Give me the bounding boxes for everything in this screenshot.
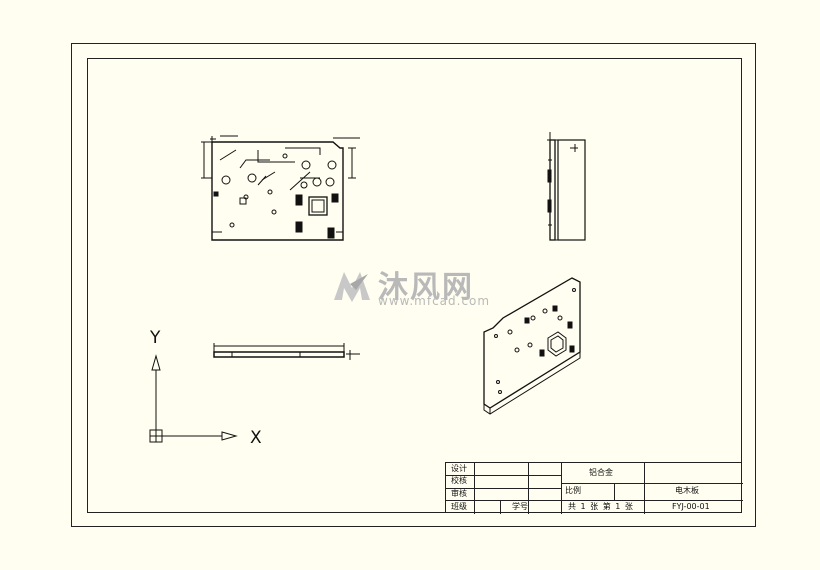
watermark-logo-icon <box>334 272 370 302</box>
material-value: 铝合金 <box>589 468 613 477</box>
front-view <box>201 135 360 241</box>
design-label: 设计 <box>451 464 467 473</box>
drawing-border-inner <box>87 58 742 513</box>
axis-x-label: X <box>250 428 262 448</box>
scale-label: 比例 <box>565 486 581 495</box>
part-name: 电木板 <box>675 486 699 495</box>
drawing-number: FYJ-00-01 <box>672 502 710 511</box>
side-view <box>547 132 586 241</box>
watermark-name: 沐风网 <box>378 270 474 305</box>
review-label: 审核 <box>451 489 467 498</box>
class-label: 班级 <box>451 502 467 511</box>
axis-y-label: Y <box>149 328 161 348</box>
isometric-view <box>483 277 581 415</box>
title-block: 设计 校核 审核 班级 学号 铝合金 比例 电木板 共 1 张 第 1 张 FY… <box>445 462 743 514</box>
student-id-label: 学号 <box>512 502 528 511</box>
ucs-axis-indicator <box>149 354 238 443</box>
top-view <box>213 343 360 360</box>
watermark: 沐风网 www.mfcad.com <box>330 262 500 310</box>
watermark-url: www.mfcad.com <box>378 294 491 308</box>
sheet-info: 共 1 张 第 1 张 <box>568 502 634 511</box>
drawing-border-outer <box>71 43 756 527</box>
check-label: 校核 <box>451 476 467 485</box>
